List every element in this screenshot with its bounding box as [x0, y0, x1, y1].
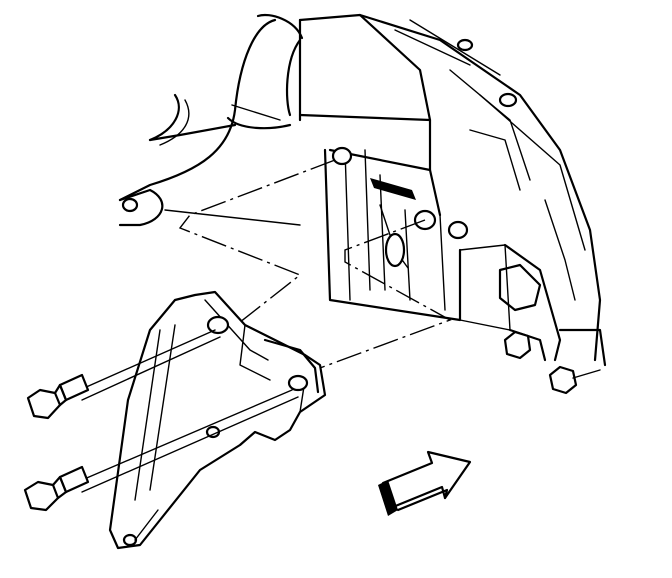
alignment-lines	[178, 159, 452, 369]
engine-block	[298, 13, 607, 367]
arrow-icon	[378, 450, 472, 516]
bolt-lower	[23, 389, 299, 512]
mount-bracket	[108, 290, 327, 550]
engine-bolts	[503, 330, 601, 395]
bolt-upper	[26, 329, 221, 420]
coolant-hose	[118, 13, 304, 227]
